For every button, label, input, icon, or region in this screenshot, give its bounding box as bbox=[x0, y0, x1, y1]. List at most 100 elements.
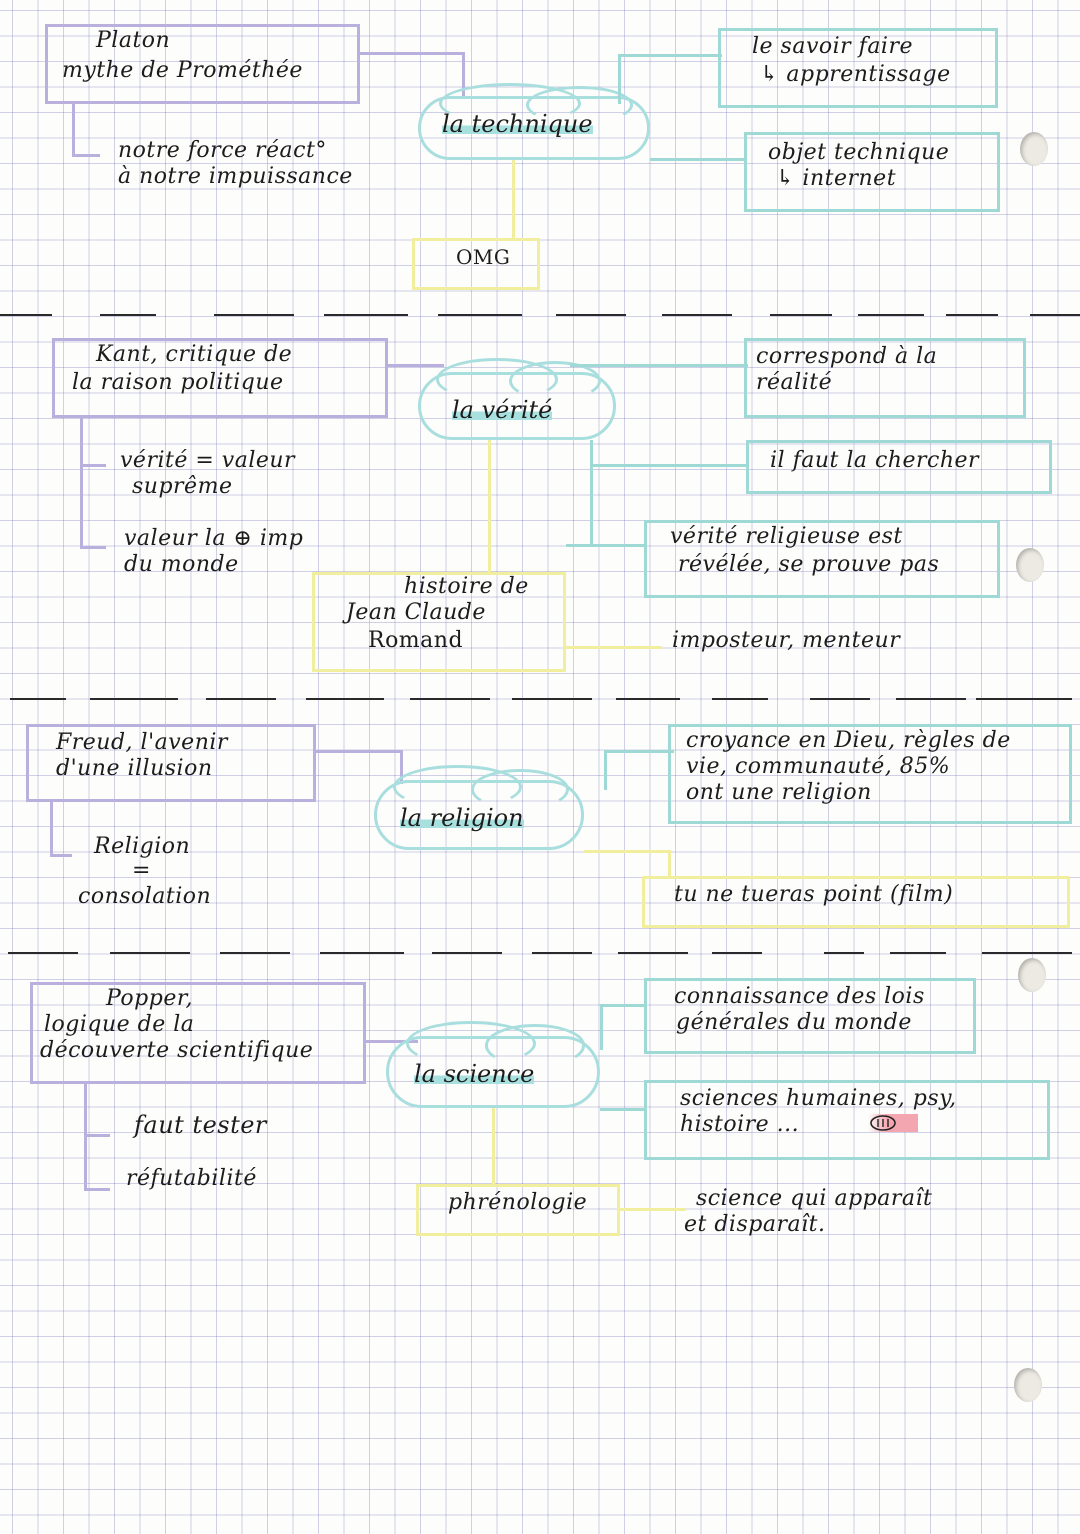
connector bbox=[600, 1004, 603, 1050]
connector bbox=[604, 750, 674, 753]
central-topic-label: la religion bbox=[400, 804, 524, 832]
circled-iii-glyph bbox=[870, 1115, 896, 1131]
concept-box bbox=[644, 520, 1000, 598]
source-author: Kant, critique de bbox=[96, 342, 293, 367]
central-topic-label: la vérité bbox=[452, 396, 553, 424]
concept-text: ont une religion bbox=[686, 780, 872, 805]
central-topic: la technique bbox=[442, 110, 593, 138]
connector bbox=[668, 850, 671, 878]
connector bbox=[600, 1004, 646, 1007]
circled-iii-icon bbox=[868, 1114, 918, 1132]
left-note: suprême bbox=[132, 474, 233, 499]
connector bbox=[400, 750, 403, 784]
concept-box bbox=[668, 724, 1072, 824]
left-note: consolation bbox=[78, 884, 212, 909]
concept-text: ↳ apprentissage bbox=[760, 62, 951, 87]
connector bbox=[570, 364, 748, 367]
concept-text: correspond à la bbox=[756, 344, 938, 369]
left-note: Religion bbox=[94, 834, 191, 859]
example-box bbox=[416, 1184, 620, 1236]
concept-box bbox=[746, 440, 1052, 494]
example-box bbox=[412, 238, 540, 290]
connector bbox=[590, 440, 593, 546]
concept-text: objet technique bbox=[768, 140, 950, 165]
concept-text: le savoir faire bbox=[752, 34, 914, 59]
connector bbox=[84, 1084, 87, 1190]
central-topic: la religion bbox=[400, 804, 524, 832]
connector bbox=[84, 1134, 110, 1137]
concept-text: vie, communauté, 85% bbox=[686, 754, 951, 779]
concept-box bbox=[744, 338, 1026, 418]
concept-text: croyance en Dieu, règles de bbox=[686, 728, 1011, 753]
connector bbox=[316, 750, 402, 753]
connector bbox=[618, 54, 621, 104]
example-note: et disparaît. bbox=[684, 1212, 826, 1237]
connector bbox=[84, 1188, 110, 1191]
source-author: Platon bbox=[96, 28, 171, 53]
example-label: Romand bbox=[368, 628, 464, 653]
concept-text: sciences humaines, psy, bbox=[680, 1086, 957, 1111]
source-title: mythe de Prométhée bbox=[62, 58, 303, 83]
source-box bbox=[52, 338, 388, 418]
central-topic: la science bbox=[414, 1060, 535, 1088]
binder-hole bbox=[1014, 1368, 1042, 1402]
concept-text: il faut la chercher bbox=[770, 448, 980, 473]
binder-hole bbox=[1018, 958, 1046, 992]
central-cloud bbox=[386, 1020, 600, 1108]
concept-text: histoire ... bbox=[680, 1112, 800, 1137]
connector bbox=[512, 160, 515, 240]
concept-box bbox=[644, 1080, 1050, 1160]
source-box bbox=[26, 724, 316, 802]
binder-hole bbox=[1016, 548, 1044, 582]
central-topic: la vérité bbox=[452, 396, 553, 424]
example-label: OMG bbox=[456, 245, 511, 269]
central-cloud bbox=[374, 765, 584, 850]
connector bbox=[584, 850, 670, 853]
connector bbox=[50, 802, 53, 856]
concept-text: révélée, se prouve pas bbox=[678, 552, 940, 577]
connector bbox=[618, 54, 722, 57]
concept-box bbox=[718, 28, 998, 108]
concept-text: connaissance des lois bbox=[674, 984, 925, 1009]
example-label: phrénologie bbox=[448, 1190, 588, 1215]
left-note: faut tester bbox=[134, 1111, 267, 1139]
central-cloud bbox=[418, 82, 650, 160]
connector bbox=[366, 1040, 418, 1043]
connector bbox=[360, 52, 464, 55]
central-cloud bbox=[418, 357, 616, 440]
example-box bbox=[312, 572, 566, 672]
connector bbox=[80, 464, 106, 467]
concept-box bbox=[644, 978, 976, 1054]
example-label: Jean Claude bbox=[346, 600, 486, 625]
connector bbox=[590, 464, 746, 467]
connector bbox=[650, 158, 746, 161]
source-title: logique de la bbox=[44, 1012, 195, 1037]
source-title: découverte scientifique bbox=[40, 1038, 314, 1063]
example-note: science qui apparaît bbox=[696, 1186, 933, 1211]
source-box bbox=[30, 982, 366, 1084]
concept-box bbox=[744, 132, 1000, 212]
connector bbox=[604, 750, 607, 790]
connector bbox=[80, 546, 106, 549]
source-title: la raison politique bbox=[72, 370, 284, 395]
connector bbox=[50, 854, 72, 857]
connector bbox=[80, 418, 83, 548]
left-note: = bbox=[132, 858, 151, 883]
concept-text: réalité bbox=[756, 370, 833, 395]
connector bbox=[388, 364, 444, 367]
connector bbox=[492, 1108, 495, 1186]
source-title: d'une illusion bbox=[56, 756, 213, 781]
left-note: notre force réact° bbox=[118, 138, 327, 163]
connector bbox=[600, 1108, 646, 1111]
source-author: Popper, bbox=[106, 986, 193, 1011]
example-note: imposteur, menteur bbox=[672, 628, 901, 653]
left-note: du monde bbox=[124, 552, 239, 577]
concept-text: générales du monde bbox=[676, 1010, 912, 1035]
connector bbox=[72, 104, 75, 156]
source-box bbox=[45, 24, 360, 104]
left-note: à notre impuissance bbox=[118, 164, 353, 189]
left-note: réfutabilité bbox=[126, 1166, 257, 1191]
left-note: valeur la ⊕ imp bbox=[124, 526, 304, 551]
binder-hole bbox=[1020, 132, 1048, 166]
